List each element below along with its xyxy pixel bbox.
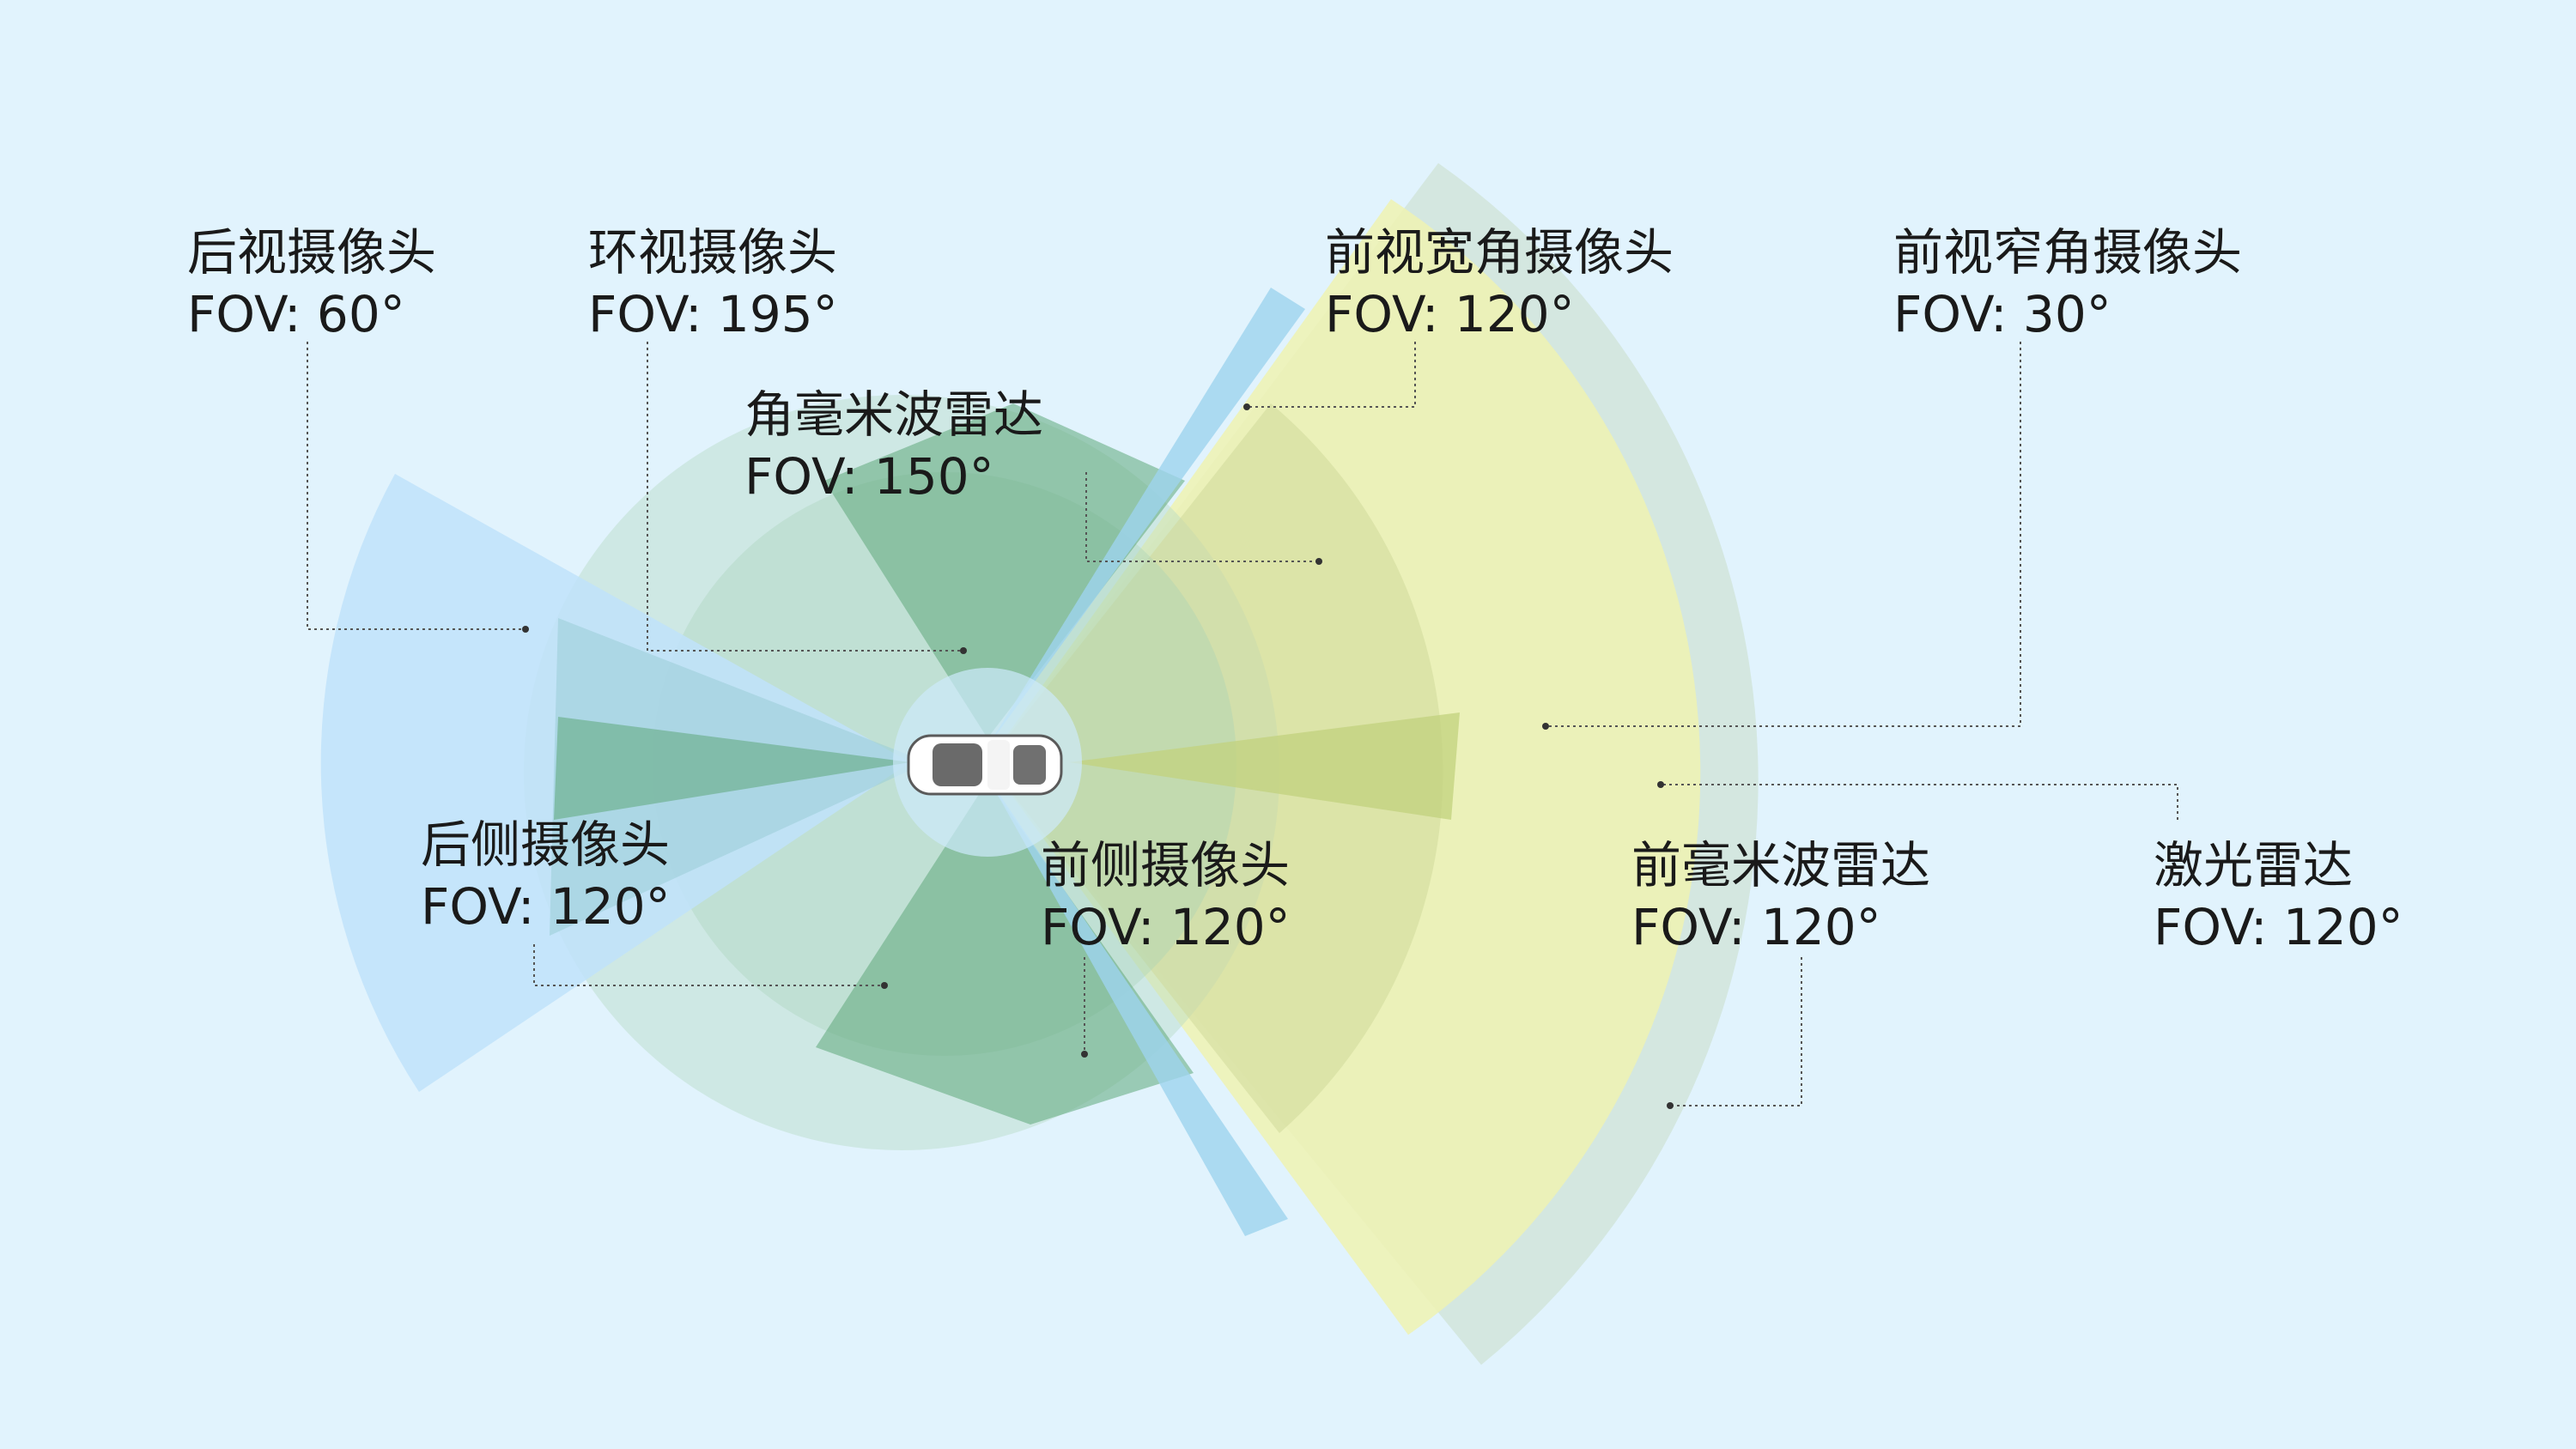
leader-front-narrow-camera — [1546, 342, 2021, 727]
label-surround-camera: 环视摄像头 FOV: 195° — [588, 221, 838, 345]
corner-radar-fov: FOV: 150° — [744, 447, 994, 506]
label-front-wide-camera: 前视宽角摄像头 FOV: 120° — [1325, 221, 1674, 345]
front-wide-camera-name: 前视宽角摄像头 — [1325, 223, 1674, 282]
label-rear-camera: 后视摄像头 FOV: 60° — [187, 221, 436, 345]
coverage-layers — [320, 163, 1759, 1365]
vehicle — [907, 734, 1063, 796]
leader-lidar — [1661, 784, 2178, 820]
leader-front-radar — [1670, 957, 1802, 1106]
label-rear-side-camera: 后侧摄像头 FOV: 120° — [421, 814, 671, 937]
label-front-radar: 前毫米波雷达 FOV: 120° — [1631, 834, 1930, 958]
front-side-camera-coverage-bottom — [987, 777, 1288, 1236]
corner-radar-coverage-top — [824, 403, 1185, 738]
rear-side-camera-name: 后侧摄像头 — [421, 815, 671, 874]
leader-dots — [522, 403, 1674, 1109]
surround-camera-fov: FOV: 195° — [588, 285, 838, 343]
label-corner-radar: 角毫米波雷达 FOV: 150° — [744, 384, 1043, 507]
corner-radar-rear-lobe — [554, 717, 910, 820]
lidar-name: 激光雷达 — [2154, 836, 2354, 894]
front-side-camera-fov: FOV: 120° — [1041, 898, 1291, 956]
rear-camera-fov: FOV: 60° — [187, 285, 405, 343]
label-lidar: 激光雷达 FOV: 120° — [2154, 834, 2403, 958]
leader-lines — [307, 342, 2178, 1106]
leader-rear-side-camera — [533, 944, 884, 986]
front-radar-fov: FOV: 120° — [1631, 898, 1881, 956]
front-narrow-camera-coverage — [1069, 712, 1460, 820]
lidar-fov: FOV: 120° — [2154, 898, 2403, 956]
front-radar-name: 前毫米波雷达 — [1631, 836, 1931, 894]
surround-camera-name: 环视摄像头 — [588, 223, 838, 282]
front-wide-camera-fov: FOV: 120° — [1325, 285, 1575, 343]
leader-rear-camera — [307, 342, 526, 630]
front-side-camera-name: 前侧摄像头 — [1041, 836, 1291, 894]
rear-side-camera-fov: FOV: 120° — [421, 877, 671, 936]
front-narrow-camera-name: 前视窄角摄像头 — [1893, 223, 2243, 282]
label-front-side-camera: 前侧摄像头 FOV: 120° — [1041, 834, 1291, 958]
label-front-narrow-camera: 前视窄角摄像头 FOV: 30° — [1893, 221, 2242, 345]
front-narrow-camera-fov: FOV: 30° — [1893, 285, 2111, 343]
corner-radar-coverage-bottom — [816, 781, 1194, 1125]
corner-radar-name: 角毫米波雷达 — [744, 385, 1044, 444]
rear-camera-name: 后视摄像头 — [187, 223, 437, 282]
front-side-camera-coverage-top — [987, 288, 1305, 747]
leader-surround-camera — [647, 342, 963, 652]
